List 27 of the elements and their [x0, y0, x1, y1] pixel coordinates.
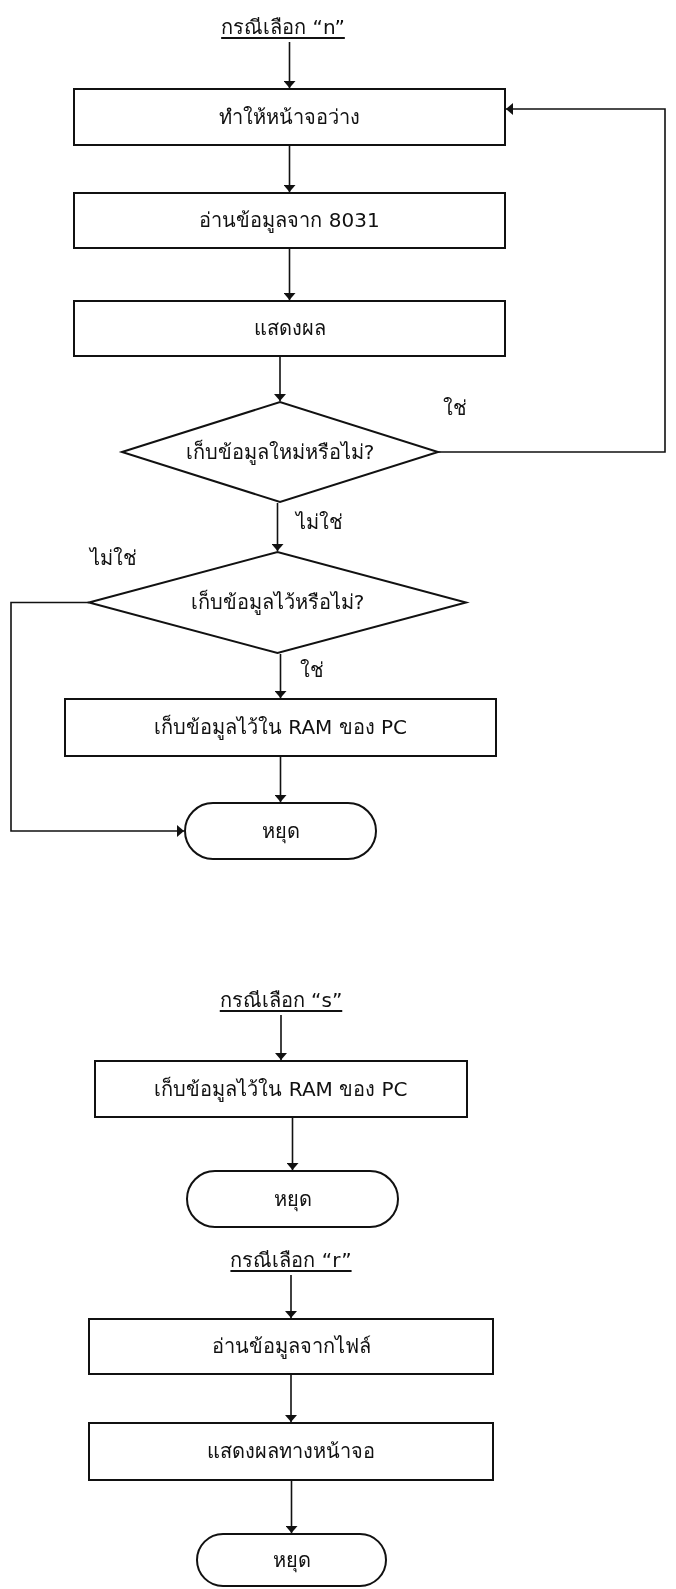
- case-heading: กรณีเลือก “n”: [205, 12, 361, 42]
- arrow: [286, 41, 293, 89]
- arrow: [286, 145, 293, 193]
- arrow: [286, 248, 293, 301]
- terminator: หยุด: [184, 802, 377, 860]
- process-box: เก็บข้อมูลไว้ใน RAM ของ PC: [94, 1060, 468, 1118]
- arrow: [274, 502, 281, 552]
- arrow: [287, 1274, 295, 1319]
- terminator: หยุด: [186, 1170, 399, 1228]
- arrow: [437, 105, 666, 453]
- arrow: [277, 756, 284, 803]
- case-heading: กรณีเลือก “r”: [213, 1245, 369, 1275]
- process-box: เก็บข้อมูลไว้ใน RAM ของ PC: [64, 698, 497, 757]
- arrow: [276, 356, 284, 402]
- arrow: [10, 601, 185, 835]
- process-box: แสดงผลทางหน้าจอ: [88, 1422, 494, 1481]
- arrow: [277, 1014, 285, 1061]
- process-box: อ่านข้อมูลจากไฟล์: [88, 1318, 494, 1375]
- process-box: อ่านข้อมูลจาก 8031: [73, 192, 506, 249]
- process-box: ทำให้หน้าจอว่าง: [73, 88, 506, 146]
- case-heading: กรณีเลือก “s”: [203, 985, 359, 1015]
- arrow: [277, 653, 284, 699]
- process-box: แสดงผล: [73, 300, 506, 357]
- arrow: [287, 1374, 295, 1423]
- arrow: [289, 1117, 296, 1171]
- arrow: [288, 1480, 295, 1534]
- terminator: หยุด: [196, 1533, 387, 1587]
